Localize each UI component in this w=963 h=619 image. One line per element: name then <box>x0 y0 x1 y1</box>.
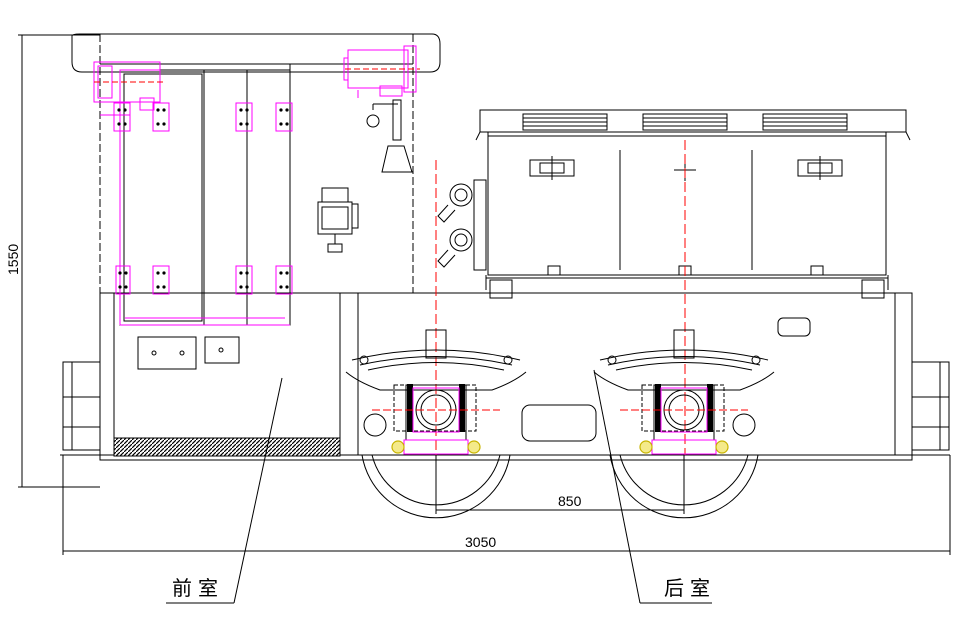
front-axle-bolts <box>391 440 481 454</box>
cab-door-left <box>119 69 205 326</box>
axle-spacing-dimension <box>435 455 685 514</box>
height-dimension-label: 1550 <box>5 244 21 275</box>
rear-axlebox-rails <box>655 384 713 432</box>
horn-assembly <box>366 99 413 173</box>
front-lamp <box>93 61 161 125</box>
front-wheel <box>361 454 511 519</box>
battery-vents <box>522 113 848 131</box>
total-length-dimension <box>62 455 951 555</box>
battery-box <box>475 109 911 290</box>
leader-lines <box>166 369 712 604</box>
rear-cab-label: 后室 <box>664 576 716 600</box>
cab-door-magenta-outline <box>119 68 290 326</box>
front-cab-label: 前室 <box>172 576 224 600</box>
front-cab <box>71 33 441 293</box>
rear-axlebox-magenta <box>651 387 717 455</box>
rear-bumper <box>911 361 950 451</box>
axle-spacing-label: 850 <box>558 493 582 509</box>
front-panel-plates <box>137 336 240 370</box>
battery-handles <box>529 156 843 276</box>
hinge-bolts <box>117 108 289 289</box>
front-bumper <box>62 361 101 451</box>
front-axlebox-rails <box>407 384 465 432</box>
front-hatched-strip <box>113 437 341 457</box>
total-length-label: 3050 <box>465 534 496 550</box>
battery-clamps <box>489 279 885 299</box>
junction-lights <box>437 179 487 271</box>
height-dimension <box>18 34 100 488</box>
cab-controller <box>317 187 359 253</box>
rear-wheel <box>609 454 759 519</box>
rear-axle-bolts <box>639 440 729 454</box>
door-hinges <box>113 102 293 295</box>
rear-leaf-spring <box>593 329 775 441</box>
